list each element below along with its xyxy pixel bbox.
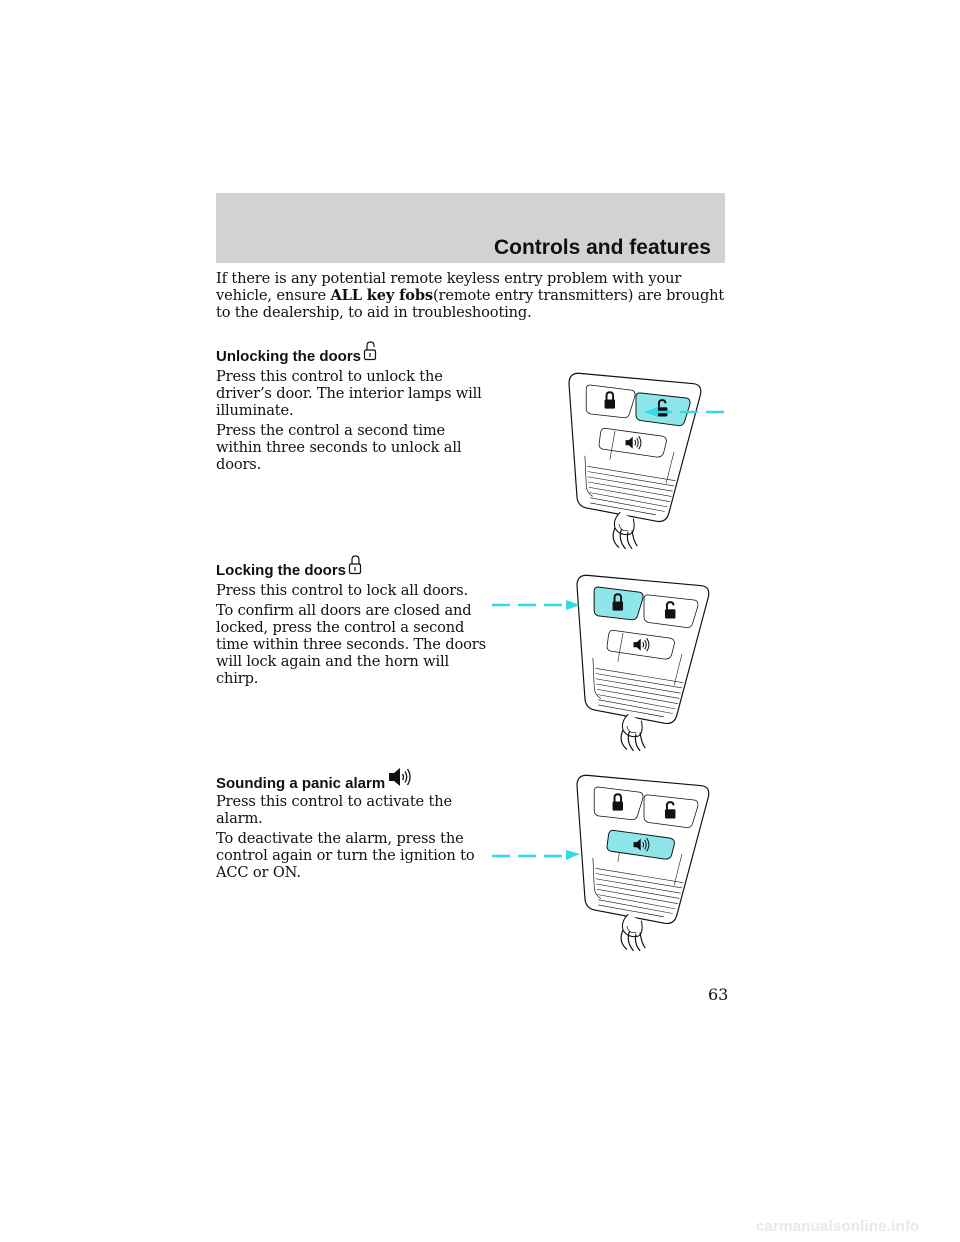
unlock-heading-text: Unlocking the doors xyxy=(216,348,362,365)
panic-paragraph-1: Press this control to activate the alarm… xyxy=(216,793,452,827)
key-fob-unlock-illustration xyxy=(568,372,702,550)
unlock-icon xyxy=(363,341,377,365)
intro-text-after: (remote entry transmitters) are brought … xyxy=(216,287,725,321)
page-number: 63 xyxy=(708,985,729,1004)
lock-paragraph-1: Press this control to lock all doors. xyxy=(216,582,468,599)
lock-heading: Locking the doors xyxy=(216,555,362,579)
intro-bold-text: ALL key fobs xyxy=(330,287,433,304)
panic-heading-text: Sounding a panic alarm xyxy=(216,775,386,792)
unlock-heading: Unlocking the doors xyxy=(216,341,377,365)
lock-icon xyxy=(348,555,362,579)
panic-heading: Sounding a panic alarm xyxy=(216,766,413,792)
intro-paragraph: If there is any potential remote keyless… xyxy=(216,270,726,321)
unlock-paragraph-2: Press the control a second time within t… xyxy=(216,422,462,473)
pointer-arrow-panic xyxy=(492,850,580,860)
pointer-arrow-lock xyxy=(492,600,580,610)
panic-horn-icon xyxy=(387,766,413,792)
page-header: Controls and features xyxy=(216,193,725,263)
lock-heading-text: Locking the doors xyxy=(216,562,347,579)
header-title: Controls and features xyxy=(493,236,711,259)
panic-paragraph-2: To deactivate the alarm, press the contr… xyxy=(216,830,475,881)
lock-paragraph-2: To confirm all doors are closed and lock… xyxy=(216,602,486,687)
key-fob-panic-illustration xyxy=(576,774,710,952)
footer-watermark: carmanualsonline.info xyxy=(756,1218,920,1235)
intro-text-before: If there is any potential remote keyless… xyxy=(216,270,682,304)
pointer-arrow-unlock xyxy=(644,407,724,417)
key-fob-lock-illustration xyxy=(576,574,710,752)
unlock-paragraph-1: Press this control to unlock the driver’… xyxy=(216,368,482,419)
